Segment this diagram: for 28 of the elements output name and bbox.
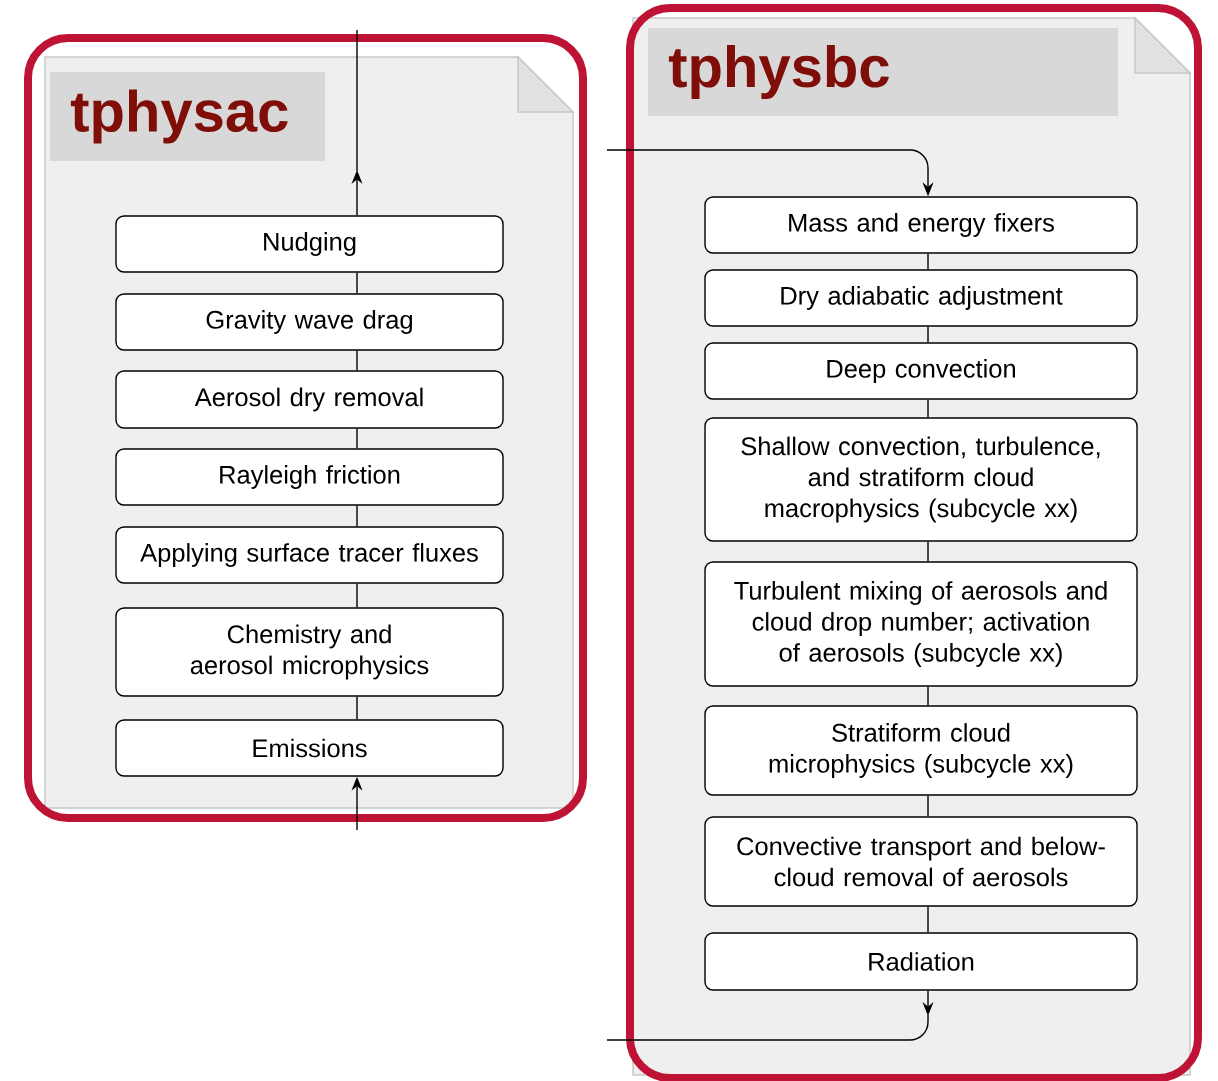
connector: [927, 253, 929, 270]
process-box: Nudging: [115, 215, 504, 273]
process-box: Shallow convection, turbulence, and stratiform cloud macrophysics (subcycle xx): [704, 417, 1138, 542]
process-box: Gravity wave drag: [115, 293, 504, 351]
connector: [927, 906, 929, 933]
process-box: Aerosol dry removal: [115, 370, 504, 429]
connector: [927, 541, 929, 562]
process-box: Mass and energy fixers: [704, 196, 1138, 254]
process-box: Stratiform cloud microphysics (subcycle xx): [704, 705, 1138, 796]
connector: [927, 686, 929, 706]
process-box: Convective transport and below-cloud removal of aerosols: [704, 816, 1138, 907]
connector: [927, 399, 929, 418]
connector: [927, 326, 929, 343]
process-box: Radiation: [704, 932, 1138, 991]
connector: [356, 350, 358, 371]
process-box: Deep convection: [704, 342, 1138, 400]
process-box: Chemistry and aerosol microphysics: [115, 607, 504, 697]
process-box: Applying surface tracer fluxes: [115, 526, 504, 584]
connector: [356, 696, 358, 720]
process-box: Rayleigh friction: [115, 448, 504, 506]
connector: [356, 272, 358, 294]
process-box: Dry adiabatic adjustment: [704, 269, 1138, 327]
connector: [356, 428, 358, 449]
process-box: Turbulent mixing of aerosols and cloud drop number; activation of aerosols (subcycle xx): [704, 561, 1138, 687]
connector: [356, 583, 358, 608]
connector: [356, 505, 358, 527]
connector: [927, 795, 929, 817]
process-box: Emissions: [115, 719, 504, 777]
